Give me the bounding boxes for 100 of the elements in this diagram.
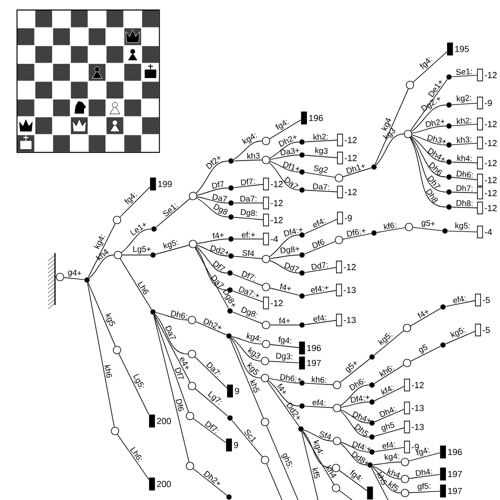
- connector-line: [372, 466, 402, 494]
- move-label: fg4:: [276, 120, 289, 130]
- connector-line: [374, 88, 409, 165]
- move-label: Sf4: [319, 431, 332, 440]
- connector-line: [194, 388, 228, 416]
- move-label: gh5: [382, 422, 394, 432]
- position-circle: [406, 80, 414, 90]
- move-label: g5+: [346, 361, 357, 373]
- move-label: kg4:: [246, 332, 262, 342]
- connector-line: [452, 162, 478, 164]
- move-label: Sg2: [314, 165, 328, 174]
- move-label: Lg7:: [208, 391, 222, 405]
- result-bar: [367, 486, 373, 500]
- connector-line: [196, 244, 228, 256]
- move-label: Dh8:: [456, 200, 473, 206]
- score-label: 196: [309, 114, 323, 122]
- move-label: kh3:: [456, 136, 472, 143]
- score-label: -12: [484, 176, 497, 184]
- connector-line: [304, 406, 334, 408]
- move-label: Df2+: [206, 156, 220, 170]
- position-circle: [260, 356, 270, 366]
- move-label: Dh6:: [456, 170, 473, 178]
- connector-line: [376, 134, 404, 166]
- connector-line: [374, 447, 404, 452]
- connector-line: [234, 184, 264, 188]
- position-circle: [112, 216, 122, 224]
- position-circle: [112, 346, 122, 354]
- position-circle: [114, 250, 122, 260]
- connector-line: [304, 154, 338, 158]
- score-label: -4: [270, 236, 278, 242]
- connector-line: [154, 314, 188, 354]
- move-label: kg5: [247, 362, 260, 375]
- connector-line: [412, 52, 448, 83]
- move-label: Df4:+: [352, 441, 371, 451]
- move-label: Df4:+: [284, 228, 303, 236]
- connector-line: [88, 282, 116, 347]
- move-label: kf5: [312, 468, 320, 478]
- score-label: -12: [484, 190, 497, 196]
- move-label: Dd8+: [351, 451, 368, 465]
- position-circle: [402, 358, 412, 368]
- move-label: Dg8+: [280, 246, 300, 254]
- score-label: -12: [484, 120, 497, 128]
- score-label: 197: [448, 488, 462, 494]
- connector-line: [302, 431, 334, 485]
- move-label: Df7:: [242, 270, 256, 281]
- move-label: Df7: [174, 367, 184, 379]
- connector-line: [340, 409, 370, 424]
- move-label: Dg8:: [241, 306, 258, 318]
- score-label: 195: [455, 46, 469, 52]
- connector-line: [452, 142, 478, 146]
- connector-line: [269, 142, 300, 158]
- connector-line: [301, 431, 318, 500]
- connector-line: [233, 140, 262, 160]
- connector-line: [267, 381, 300, 428]
- connector-line: [304, 172, 336, 178]
- score-label: 196: [307, 344, 321, 352]
- score-label: 199: [158, 180, 172, 188]
- move-label: kf5: [388, 480, 399, 491]
- move-label: kh6: [104, 364, 112, 378]
- score-label: -13: [412, 424, 424, 430]
- connector-line: [374, 408, 404, 422]
- connector-line: [411, 136, 446, 162]
- position-circle: [188, 240, 198, 248]
- connector-line: [196, 238, 228, 244]
- score-label: -12: [344, 188, 357, 196]
- connector-line: [408, 452, 440, 462]
- connector-line: [340, 358, 370, 383]
- move-label: kg5:: [450, 328, 466, 338]
- connector-line: [118, 353, 150, 415]
- move-label: Dh6:+: [280, 374, 302, 382]
- move-label: Dg8:: [240, 209, 257, 218]
- move-label: kg5:: [378, 332, 392, 346]
- connector-line: [304, 241, 336, 254]
- connector-line: [339, 470, 368, 492]
- connector-line: [412, 126, 446, 134]
- score-label: -12: [344, 264, 356, 270]
- move-label: kg4:: [94, 234, 106, 250]
- connector-line: [196, 198, 228, 218]
- score-label: 197: [307, 360, 321, 366]
- move-label: Dh2+: [203, 318, 222, 330]
- score-label: -12: [412, 382, 424, 388]
- move-label: g5+: [422, 220, 435, 228]
- move-label: ef4:: [313, 218, 326, 228]
- move-label: kg4:: [384, 453, 400, 462]
- move-label: kh4: [96, 249, 109, 261]
- connector-line: [340, 384, 370, 406]
- position-circle: [262, 254, 270, 264]
- score-label: 197: [448, 470, 462, 478]
- position-circle: [110, 426, 120, 436]
- connector-line: [234, 216, 264, 220]
- connector-line: [266, 425, 298, 500]
- position-circle: [186, 412, 194, 420]
- connector-line: [372, 466, 402, 480]
- connector-line: [196, 246, 228, 274]
- position-circle: [260, 456, 270, 464]
- connector-line: [410, 137, 446, 208]
- connector-line: [410, 346, 441, 362]
- connector-line: [121, 228, 152, 253]
- move-label: Dg8: [213, 204, 228, 215]
- move-label: Dh2+: [278, 135, 297, 147]
